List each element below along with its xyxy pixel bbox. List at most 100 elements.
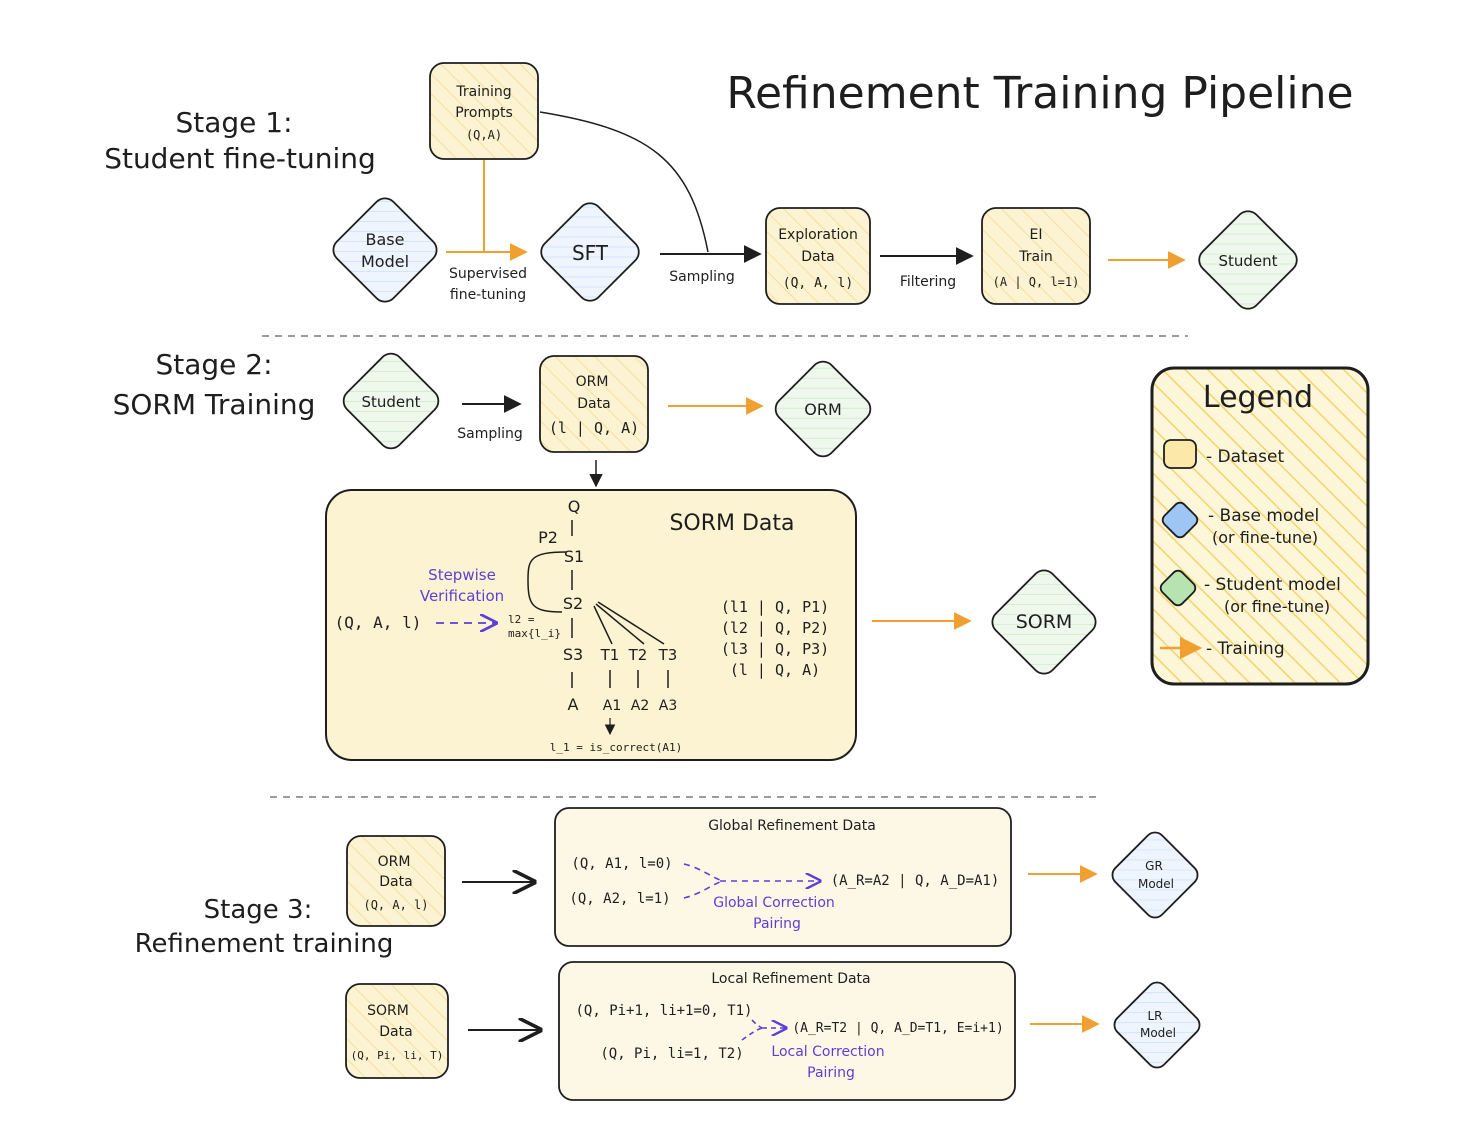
tree-a2: A2 xyxy=(631,698,649,714)
tree-q: Q xyxy=(568,497,581,516)
stage3-sorm-data-line1: SORM xyxy=(367,1003,409,1019)
legend-base-line2: (or fine-tune) xyxy=(1212,528,1318,547)
stage3-label-line1: Stage 3: xyxy=(204,895,313,925)
training-prompts-line1: Training xyxy=(455,84,511,100)
exploration-line2: Data xyxy=(801,249,834,265)
stepwise-line2: Verification xyxy=(420,587,504,605)
tree-s1: S1 xyxy=(564,547,584,566)
stage3-orm-data-line3: (Q, A, l) xyxy=(363,898,428,912)
legend-student-swatch xyxy=(1159,569,1197,607)
stage2-orm-data-line2: Data xyxy=(577,396,610,412)
base-model-node: Base Model xyxy=(332,197,438,303)
stage3-orm-data-line1: ORM xyxy=(378,854,411,870)
local-out: (A_R=T2 | Q, A_D=T1, E=i+1) xyxy=(792,1021,1003,1036)
stage3-sorm-data-box: SORM Data (Q, Pi, li, T) xyxy=(345,983,449,1079)
legend-title: Legend xyxy=(1203,380,1313,415)
global-in1: (Q, A1, l=0) xyxy=(571,856,672,872)
stage1-label-line2: Student fine-tuning xyxy=(104,142,376,175)
local-refinement-box: Local Refinement Data (Q, Pi+1, li+1=0, … xyxy=(558,961,1016,1101)
exploration-line1: Exploration xyxy=(778,227,858,243)
stage3-label-line2: Refinement training xyxy=(135,929,394,959)
sft-node: SFT xyxy=(540,202,640,302)
l1-formula: l_1 = is_correct(A1) xyxy=(550,741,682,754)
sorm-label: SORM xyxy=(1016,611,1073,633)
legend-student-line1: - Student model xyxy=(1204,575,1341,595)
ei-train-box: EI Train (A | Q, l=1) xyxy=(981,207,1091,305)
global-refinement-box: Global Refinement Data (Q, A1, l=0) (Q, … xyxy=(554,807,1012,947)
l2-formula-line1: l2 = xyxy=(508,613,535,626)
tree-a1: A1 xyxy=(603,698,621,714)
sorm-label-3: (l3 | Q, P3) xyxy=(721,640,829,658)
legend-dataset-label: - Dataset xyxy=(1206,447,1284,467)
sorm-input-label: (Q, A, l) xyxy=(335,613,422,632)
lr-model-node: LR Model xyxy=(1113,981,1201,1069)
legend: Legend - Dataset - Base model (or fine-t… xyxy=(1150,366,1370,686)
legend-base-line1: - Base model xyxy=(1208,506,1319,526)
orm-node: ORM xyxy=(774,360,872,458)
tree-s2: S2 xyxy=(563,594,583,613)
exploration-data-box: Exploration Data (Q, A, l) xyxy=(765,207,871,305)
global-title: Global Refinement Data xyxy=(708,818,876,834)
page-title: Refinement Training Pipeline xyxy=(726,68,1353,119)
sft-label: SFT xyxy=(572,241,609,265)
stage2-student-label: Student xyxy=(361,393,420,411)
stage2-label-line1: Stage 2: xyxy=(155,348,272,381)
tree-p2: P2 xyxy=(538,528,558,547)
stage2-label-line2: SORM Training xyxy=(113,388,316,421)
training-prompts-line3: (Q,A) xyxy=(466,128,502,142)
stage1-label-line1: Stage 1: xyxy=(175,106,292,139)
lr-model-line2: Model xyxy=(1140,1026,1176,1040)
training-prompts-box: Training Prompts (Q,A) xyxy=(429,62,539,160)
gr-model-node: GR Model xyxy=(1111,831,1199,919)
legend-base-swatch xyxy=(1161,501,1199,539)
base-model-line1: Base xyxy=(366,230,405,249)
tree-s2-t3-link xyxy=(597,601,665,645)
global-out: (A_R=A2 | Q, A_D=A1) xyxy=(831,873,1000,889)
stage3-sorm-data-line2: Data xyxy=(379,1024,412,1040)
filtering-label: Filtering xyxy=(900,274,956,290)
tree-s2-t1-link xyxy=(593,605,613,645)
gr-model-line2: Model xyxy=(1138,877,1174,891)
ei-train-line1: EI xyxy=(1030,227,1043,243)
sorm-data-title: SORM Data xyxy=(669,511,794,536)
legend-training-label: - Training xyxy=(1206,639,1285,659)
tree-t2: T2 xyxy=(628,646,648,664)
stage3-orm-data-box: ORM Data (Q, A, l) xyxy=(346,835,446,927)
global-pair-link-1 xyxy=(683,863,721,881)
sorm-label-1: (l1 | Q, P1) xyxy=(721,598,829,616)
sorm-label-4: (l | Q, A) xyxy=(730,661,820,679)
legend-student-line2: (or fine-tune) xyxy=(1224,597,1330,616)
local-in1: (Q, Pi+1, li+1=0, T1) xyxy=(575,1003,752,1019)
stage2-student-node: Student xyxy=(342,352,440,450)
stage2-orm-data-line3: (l | Q, A) xyxy=(549,419,639,437)
legend-dataset-swatch xyxy=(1163,439,1197,469)
ei-train-line2: Train xyxy=(1018,249,1053,265)
orm-label: ORM xyxy=(804,400,842,419)
sorm-data-box: SORM Data Q P2 S1 S2 S3 A T1 T2 T3 A1 A2… xyxy=(325,489,857,761)
global-in2: (Q, A2, l=1) xyxy=(569,891,670,907)
sft-edge-line2: fine-tuning xyxy=(450,287,526,303)
local-pair-link-2 xyxy=(741,1027,763,1041)
tree-a: A xyxy=(568,695,579,714)
stage2-orm-data-box: ORM Data (l | Q, A) xyxy=(539,355,649,453)
global-pair-line1: Global Correction xyxy=(713,895,835,911)
stage1-sampling-label: Sampling xyxy=(669,269,735,285)
local-pair-line2: Pairing xyxy=(807,1065,855,1081)
prompts-to-exploration-curve xyxy=(539,111,709,253)
local-pair-line1: Local Correction xyxy=(771,1044,884,1060)
training-prompts-line2: Prompts xyxy=(455,105,513,121)
sorm-node: SORM xyxy=(991,569,1097,675)
base-model-line2: Model xyxy=(361,252,409,271)
sft-edge-line1: Supervised xyxy=(449,266,527,282)
global-pair-link-2 xyxy=(683,881,721,899)
stage1-student-node: Student xyxy=(1198,210,1298,310)
tree-bracket xyxy=(527,551,567,613)
tree-t3: T3 xyxy=(658,646,678,664)
tree-a3: A3 xyxy=(659,698,677,714)
tree-s2-t2-link xyxy=(595,603,645,645)
stepwise-line1: Stepwise xyxy=(428,566,496,584)
lr-model-line1: LR xyxy=(1147,1009,1162,1023)
local-title: Local Refinement Data xyxy=(711,971,870,987)
stage3-orm-data-line2: Data xyxy=(379,874,412,890)
